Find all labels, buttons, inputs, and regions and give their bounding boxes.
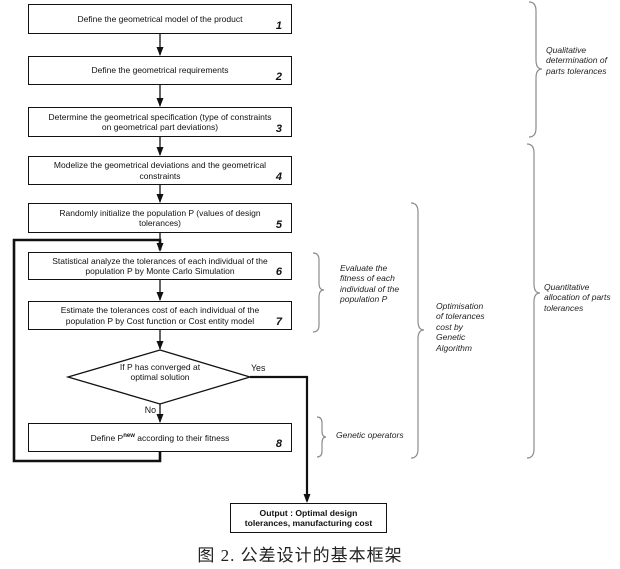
annotation-qualitative-determination: Qualitative determination of parts toler… xyxy=(546,45,607,76)
step-number: 2 xyxy=(275,71,282,83)
yes-branch-line xyxy=(250,375,309,501)
arrowhead-down-icon xyxy=(156,243,164,252)
brace-qualitative xyxy=(528,1,543,138)
arrowheads xyxy=(156,47,311,503)
yes-branch-label: Yes xyxy=(251,363,266,373)
annotation-optimisation-genetic-algorithm: Optimisation of tolerances cost by Genet… xyxy=(436,301,485,353)
arrowhead-down-icon xyxy=(156,414,164,423)
annotation-braces xyxy=(312,1,543,459)
annotation-evaluate-fitness: Evaluate the fitness of each individual … xyxy=(340,263,400,305)
arrowhead-down-icon xyxy=(156,194,164,203)
arrowhead-down-icon xyxy=(156,98,164,107)
process-box-initialize-population: Randomly initialize the population P (va… xyxy=(28,203,292,233)
process-box-label: Statistical analyze the tolerances of ea… xyxy=(52,255,268,276)
output-box-label: Output : Optimal design tolerances, manu… xyxy=(244,507,373,528)
process-box-label: Define the geometrical requirements xyxy=(91,65,229,76)
process-box-determine-specification: Determine the geometrical specification … xyxy=(28,107,292,137)
annotation-genetic-operators: Genetic operators xyxy=(336,430,404,440)
figure-caption: 图 2. 公差设计的基本框架 xyxy=(197,546,403,565)
step-number: 4 xyxy=(275,171,282,183)
step-number: 7 xyxy=(275,316,282,328)
process-box-label: Modelize the geometrical deviations and … xyxy=(53,160,267,181)
brace-evaluate xyxy=(312,252,325,333)
process-box-modelize-deviations: Modelize the geometrical deviations and … xyxy=(28,156,292,185)
process-box-define-model: Define the geometrical model of the prod… xyxy=(28,4,292,34)
arrowhead-down-icon xyxy=(156,341,164,350)
decision-diamond xyxy=(65,349,253,405)
arrowhead-down-icon xyxy=(156,47,164,56)
brace-optimisation xyxy=(410,202,425,459)
arrowhead-down-icon xyxy=(156,292,164,301)
process-box-define-pnew: Define Pnew according to their fitness 8 xyxy=(28,423,292,452)
brace-genetic-operators xyxy=(316,416,327,458)
step-number: 3 xyxy=(275,123,282,135)
process-box-label: Determine the geometrical specification … xyxy=(48,111,272,132)
step-number: 1 xyxy=(275,20,282,32)
process-box-label: Estimate the tolerances cost of each ind… xyxy=(60,305,260,326)
step-number: 8 xyxy=(275,438,282,450)
output-box: Output : Optimal design tolerances, manu… xyxy=(230,503,387,533)
process-box-define-requirements: Define the geometrical requirements 2 xyxy=(28,56,292,85)
arrowhead-down-icon xyxy=(303,494,311,503)
no-branch-label: No xyxy=(144,405,156,415)
feedback-loop-line xyxy=(12,238,162,463)
process-box-label: Randomly initialize the population P (va… xyxy=(59,207,261,228)
decision-label: If P has converged at optimal solution xyxy=(119,362,201,383)
brace-quantitative xyxy=(526,143,541,459)
process-box-statistical-analyze: Statistical analyze the tolerances of ea… xyxy=(28,252,292,280)
process-box-estimate-cost: Estimate the tolerances cost of each ind… xyxy=(28,301,292,330)
step-number: 6 xyxy=(275,266,282,278)
arrowhead-down-icon xyxy=(156,147,164,156)
superscript-new: new xyxy=(123,433,135,440)
process-box-label: Define the geometrical model of the prod… xyxy=(77,13,243,24)
step-number: 5 xyxy=(275,219,282,231)
annotation-quantitative-allocation: Quantitative allocation of parts toleran… xyxy=(544,282,611,313)
process-box-label: Define Pnew according to their fitness xyxy=(90,433,230,444)
